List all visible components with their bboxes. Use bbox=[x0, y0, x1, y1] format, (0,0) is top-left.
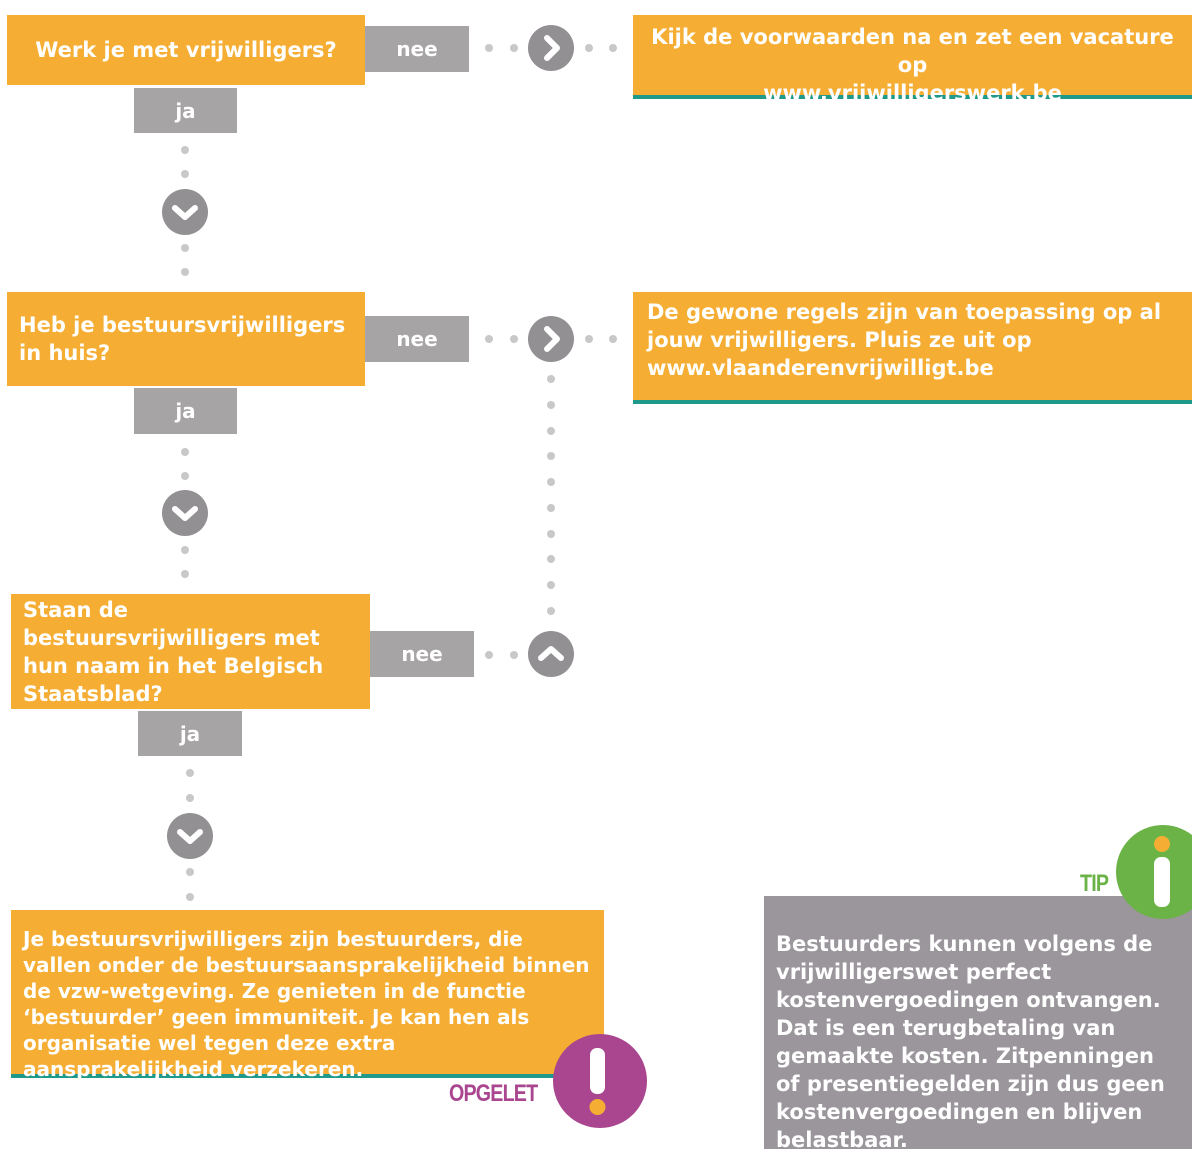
chevron-down-icon bbox=[162, 490, 208, 536]
question-text-2: Heb je bestuursvrijwilligers in huis? bbox=[19, 313, 346, 365]
yes-label-2: ja bbox=[134, 388, 237, 434]
question-box-2: Heb je bestuursvrijwilligers in huis? bbox=[7, 292, 365, 386]
tip-badge-label: TIP bbox=[1080, 870, 1109, 897]
question-box-3: Staan de bestuursvrijwilligers met hun n… bbox=[11, 594, 370, 709]
chevron-up-icon bbox=[528, 631, 574, 677]
tip-text: Bestuurders kunnen volgens de vrijwillig… bbox=[776, 932, 1165, 1152]
no-label-1: nee bbox=[365, 26, 469, 72]
outcome-box-2: De gewone regels zijn van toepassing op … bbox=[633, 292, 1192, 404]
chevron-down-icon bbox=[167, 813, 213, 859]
outcome-box-1: Kijk de voorwaarden na en zet een vacatu… bbox=[633, 15, 1192, 105]
chevron-right-icon bbox=[528, 25, 574, 71]
warning-text: Je bestuursvrijwilligers zijn bestuurder… bbox=[23, 927, 590, 1081]
warning-box: Je bestuursvrijwilligers zijn bestuurder… bbox=[11, 910, 604, 1081]
outcome-2-line-3: www.vlaanderenvrijwilligt.be bbox=[647, 356, 994, 380]
outcome-1-line-1: Kijk de voorwaarden na en zet een vacatu… bbox=[651, 25, 1174, 77]
warning-badge-label: OPGELET bbox=[449, 1080, 538, 1107]
outcome-1-line-2: www.vrijwilligerswerk.be bbox=[763, 81, 1062, 105]
exclamation-icon bbox=[553, 1034, 647, 1128]
yes-label-3: ja bbox=[138, 711, 242, 756]
info-icon bbox=[1116, 825, 1192, 919]
question-text-3: Staan de bestuursvrijwilligers met hun n… bbox=[23, 597, 324, 706]
chevron-down-icon bbox=[162, 189, 208, 235]
chevron-right-icon bbox=[528, 316, 574, 362]
outcome-2-line-2: jouw vrijwilligers. Pluis ze uit op bbox=[647, 328, 1032, 352]
tip-box: Bestuurders kunnen volgens de vrijwillig… bbox=[764, 896, 1192, 1152]
no-label-3: nee bbox=[370, 631, 474, 677]
question-text-1: Werk je met vrijwilligers? bbox=[35, 38, 337, 62]
question-box-1: Werk je met vrijwilligers? bbox=[7, 15, 365, 85]
yes-label-1: ja bbox=[134, 88, 237, 133]
no-label-2: nee bbox=[365, 316, 469, 362]
outcome-2-line-1: De gewone regels zijn van toepassing op … bbox=[647, 300, 1162, 324]
